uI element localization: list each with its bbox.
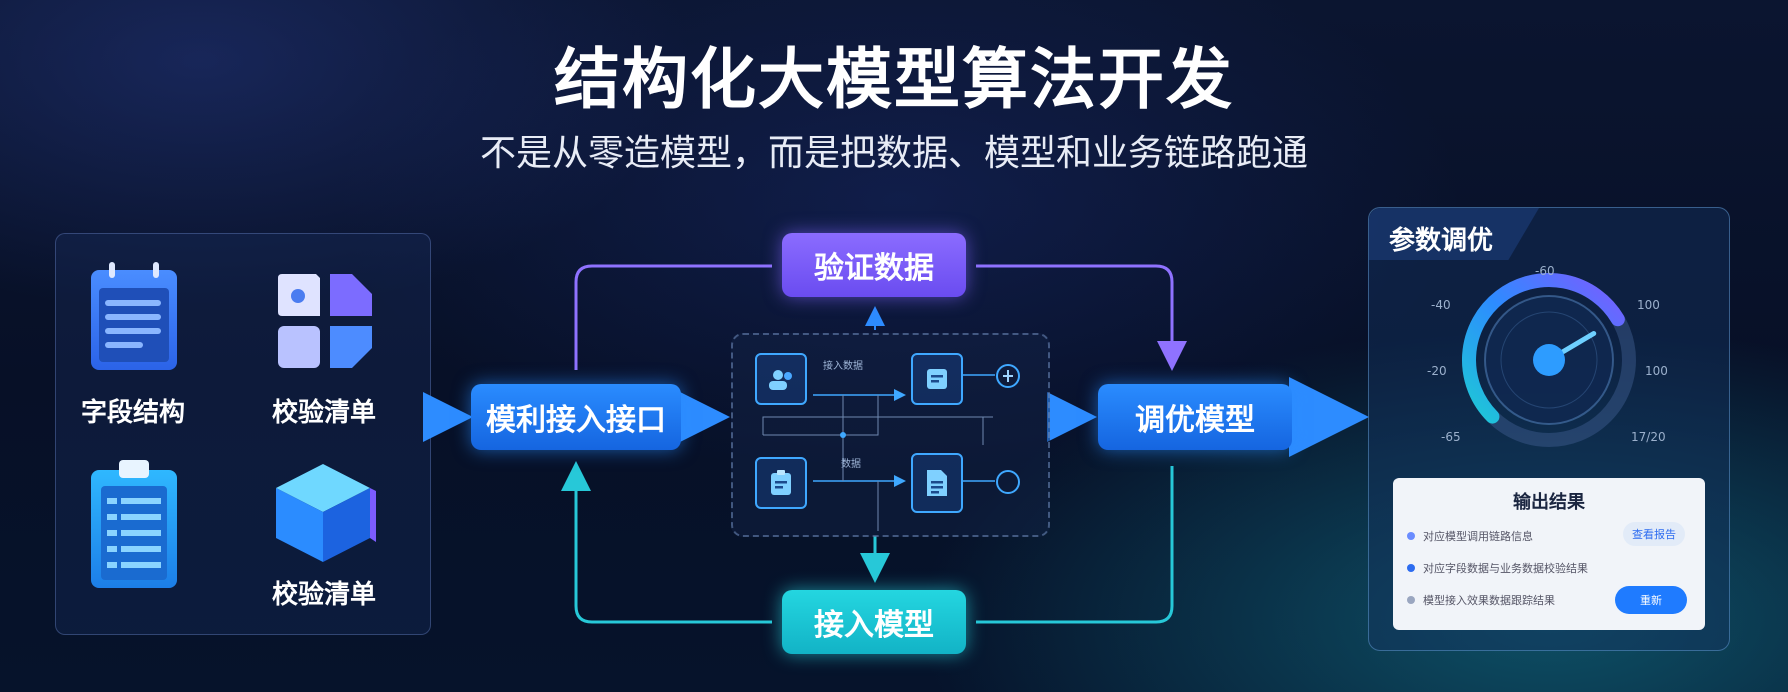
document-list-icon <box>91 262 177 370</box>
users-icon <box>755 353 807 405</box>
gauge-label-lower-right: 17/20 <box>1631 430 1666 444</box>
output-row: 对应字段数据与业务数据校验结果 <box>1407 560 1588 576</box>
tile-label-field-structure: 字段结构 <box>80 398 185 428</box>
left-panel: 字段结构 校验清单 校验清单 <box>55 233 431 635</box>
access-model-node[interactable]: 接入模型 <box>782 590 966 654</box>
verify-data-node[interactable]: 验证数据 <box>782 233 966 297</box>
gauge-label-mid-left: -20 <box>1427 364 1447 378</box>
api-interface-node[interactable]: 模利接入接口 <box>471 384 681 450</box>
output-row-dot <box>1407 532 1415 540</box>
clipboard-list-icon <box>91 460 177 588</box>
clipboard-icon <box>755 457 807 509</box>
gauge-label-upper-right: 100 <box>1637 298 1660 312</box>
doc-icon <box>911 353 963 405</box>
output-row-text: 对应字段数据与业务数据校验结果 <box>1423 562 1588 575</box>
tune-model-node[interactable]: 调优模型 <box>1098 384 1292 450</box>
end-node-icon <box>996 470 1020 494</box>
gauge-hub <box>1533 344 1565 376</box>
output-title: 输出结果 <box>1513 492 1585 513</box>
tile-label-checklist-2: 校验清单 <box>271 580 376 610</box>
output-row-dot <box>1407 596 1415 604</box>
output-row-dot <box>1407 564 1415 572</box>
gauge-label-upper-left: -40 <box>1431 298 1451 312</box>
pipeline-lines <box>762 374 995 531</box>
add-icon <box>996 364 1020 388</box>
gauge <box>1462 273 1636 447</box>
output-row-text: 对应模型调用链路信息 <box>1423 530 1533 543</box>
line-verify-to-tune <box>976 264 1187 371</box>
output-row: 模型接入效果数据跟踪结果 <box>1407 592 1555 608</box>
parameter-tuning-panel: 参数调优 -60 -40 100 -20 100 -65 17/20 输出结果 … <box>1368 207 1730 651</box>
view-report-button[interactable]: 查看报告 <box>1623 522 1685 546</box>
line-tune-to-access <box>976 466 1174 624</box>
pipeline-label-input: 接入数据 <box>823 361 863 372</box>
rerun-button[interactable]: 重新 <box>1615 586 1687 614</box>
tile-label-checklist-1: 校验清单 <box>271 398 376 428</box>
page-title: 结构化大模型算法开发 <box>554 41 1234 118</box>
gauge-label-lower-left: -65 <box>1441 430 1461 444</box>
gauge-arc <box>1462 273 1625 424</box>
output-row: 对应模型调用链路信息 <box>1407 528 1533 544</box>
output-row-text: 模型接入效果数据跟踪结果 <box>1423 594 1555 607</box>
puzzle-blocks-icon <box>278 274 372 368</box>
gauge-label-top: -60 <box>1535 264 1555 278</box>
gauge-label-mid-right: 100 <box>1645 364 1668 378</box>
pipeline-panel: 接入数据 数据 <box>731 333 1050 537</box>
file-icon <box>911 453 963 513</box>
cube-icon <box>276 464 376 562</box>
line-access-to-api <box>561 461 772 624</box>
pipeline-label-data: 数据 <box>841 459 861 470</box>
panel-header <box>1369 208 1539 260</box>
panel-title: 参数调优 <box>1389 226 1494 256</box>
page-subtitle: 不是从零造模型，而是把数据、模型和业务链路跑通 <box>479 133 1308 174</box>
line-api-to-verify <box>574 264 772 370</box>
output-card: 输出结果 对应模型调用链路信息 对应字段数据与业务数据校验结果 模型接入效果数据… <box>1393 478 1705 630</box>
